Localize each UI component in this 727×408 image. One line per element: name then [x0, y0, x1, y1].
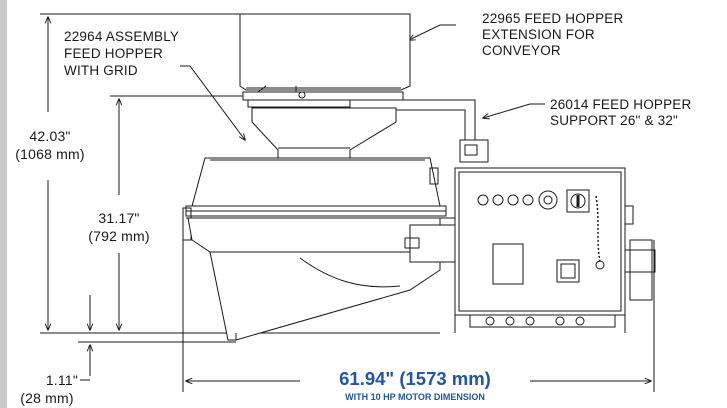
left-edge-bar [0, 0, 7, 408]
callout-assembly-line-2: FEED HOPPER [64, 46, 163, 61]
base-offset-mm: (28 mm) [20, 390, 74, 406]
callout-extension-line-3: CONVEYOR [482, 43, 561, 58]
body-height-mm: (792 mm) [88, 228, 150, 244]
height-dimension-mm: (1068 mm) [15, 146, 85, 162]
callout-extension-line-1: 22965 FEED HOPPER [482, 11, 624, 26]
callout-extension-line-2: EXTENSION FOR [482, 27, 595, 42]
overall-width-note: WITH 10 HP MOTOR DIMENSION [345, 392, 485, 402]
height-dimension-inches: 42.03" [29, 128, 71, 144]
base-offset-inches: 1.11" [45, 372, 78, 388]
callout-support-line-2: SUPPORT 26" & 32" [550, 113, 679, 128]
callout-support-line-1: 26014 FEED HOPPER [550, 97, 692, 112]
callout-assembly-line-1: 22964 ASSEMBLY [64, 29, 180, 44]
callout-assembly-line-3: WITH GRID [64, 63, 138, 78]
body-height-inches: 31.17" [98, 210, 140, 226]
overall-width-dimension: 61.94" (1573 mm) [339, 368, 491, 389]
